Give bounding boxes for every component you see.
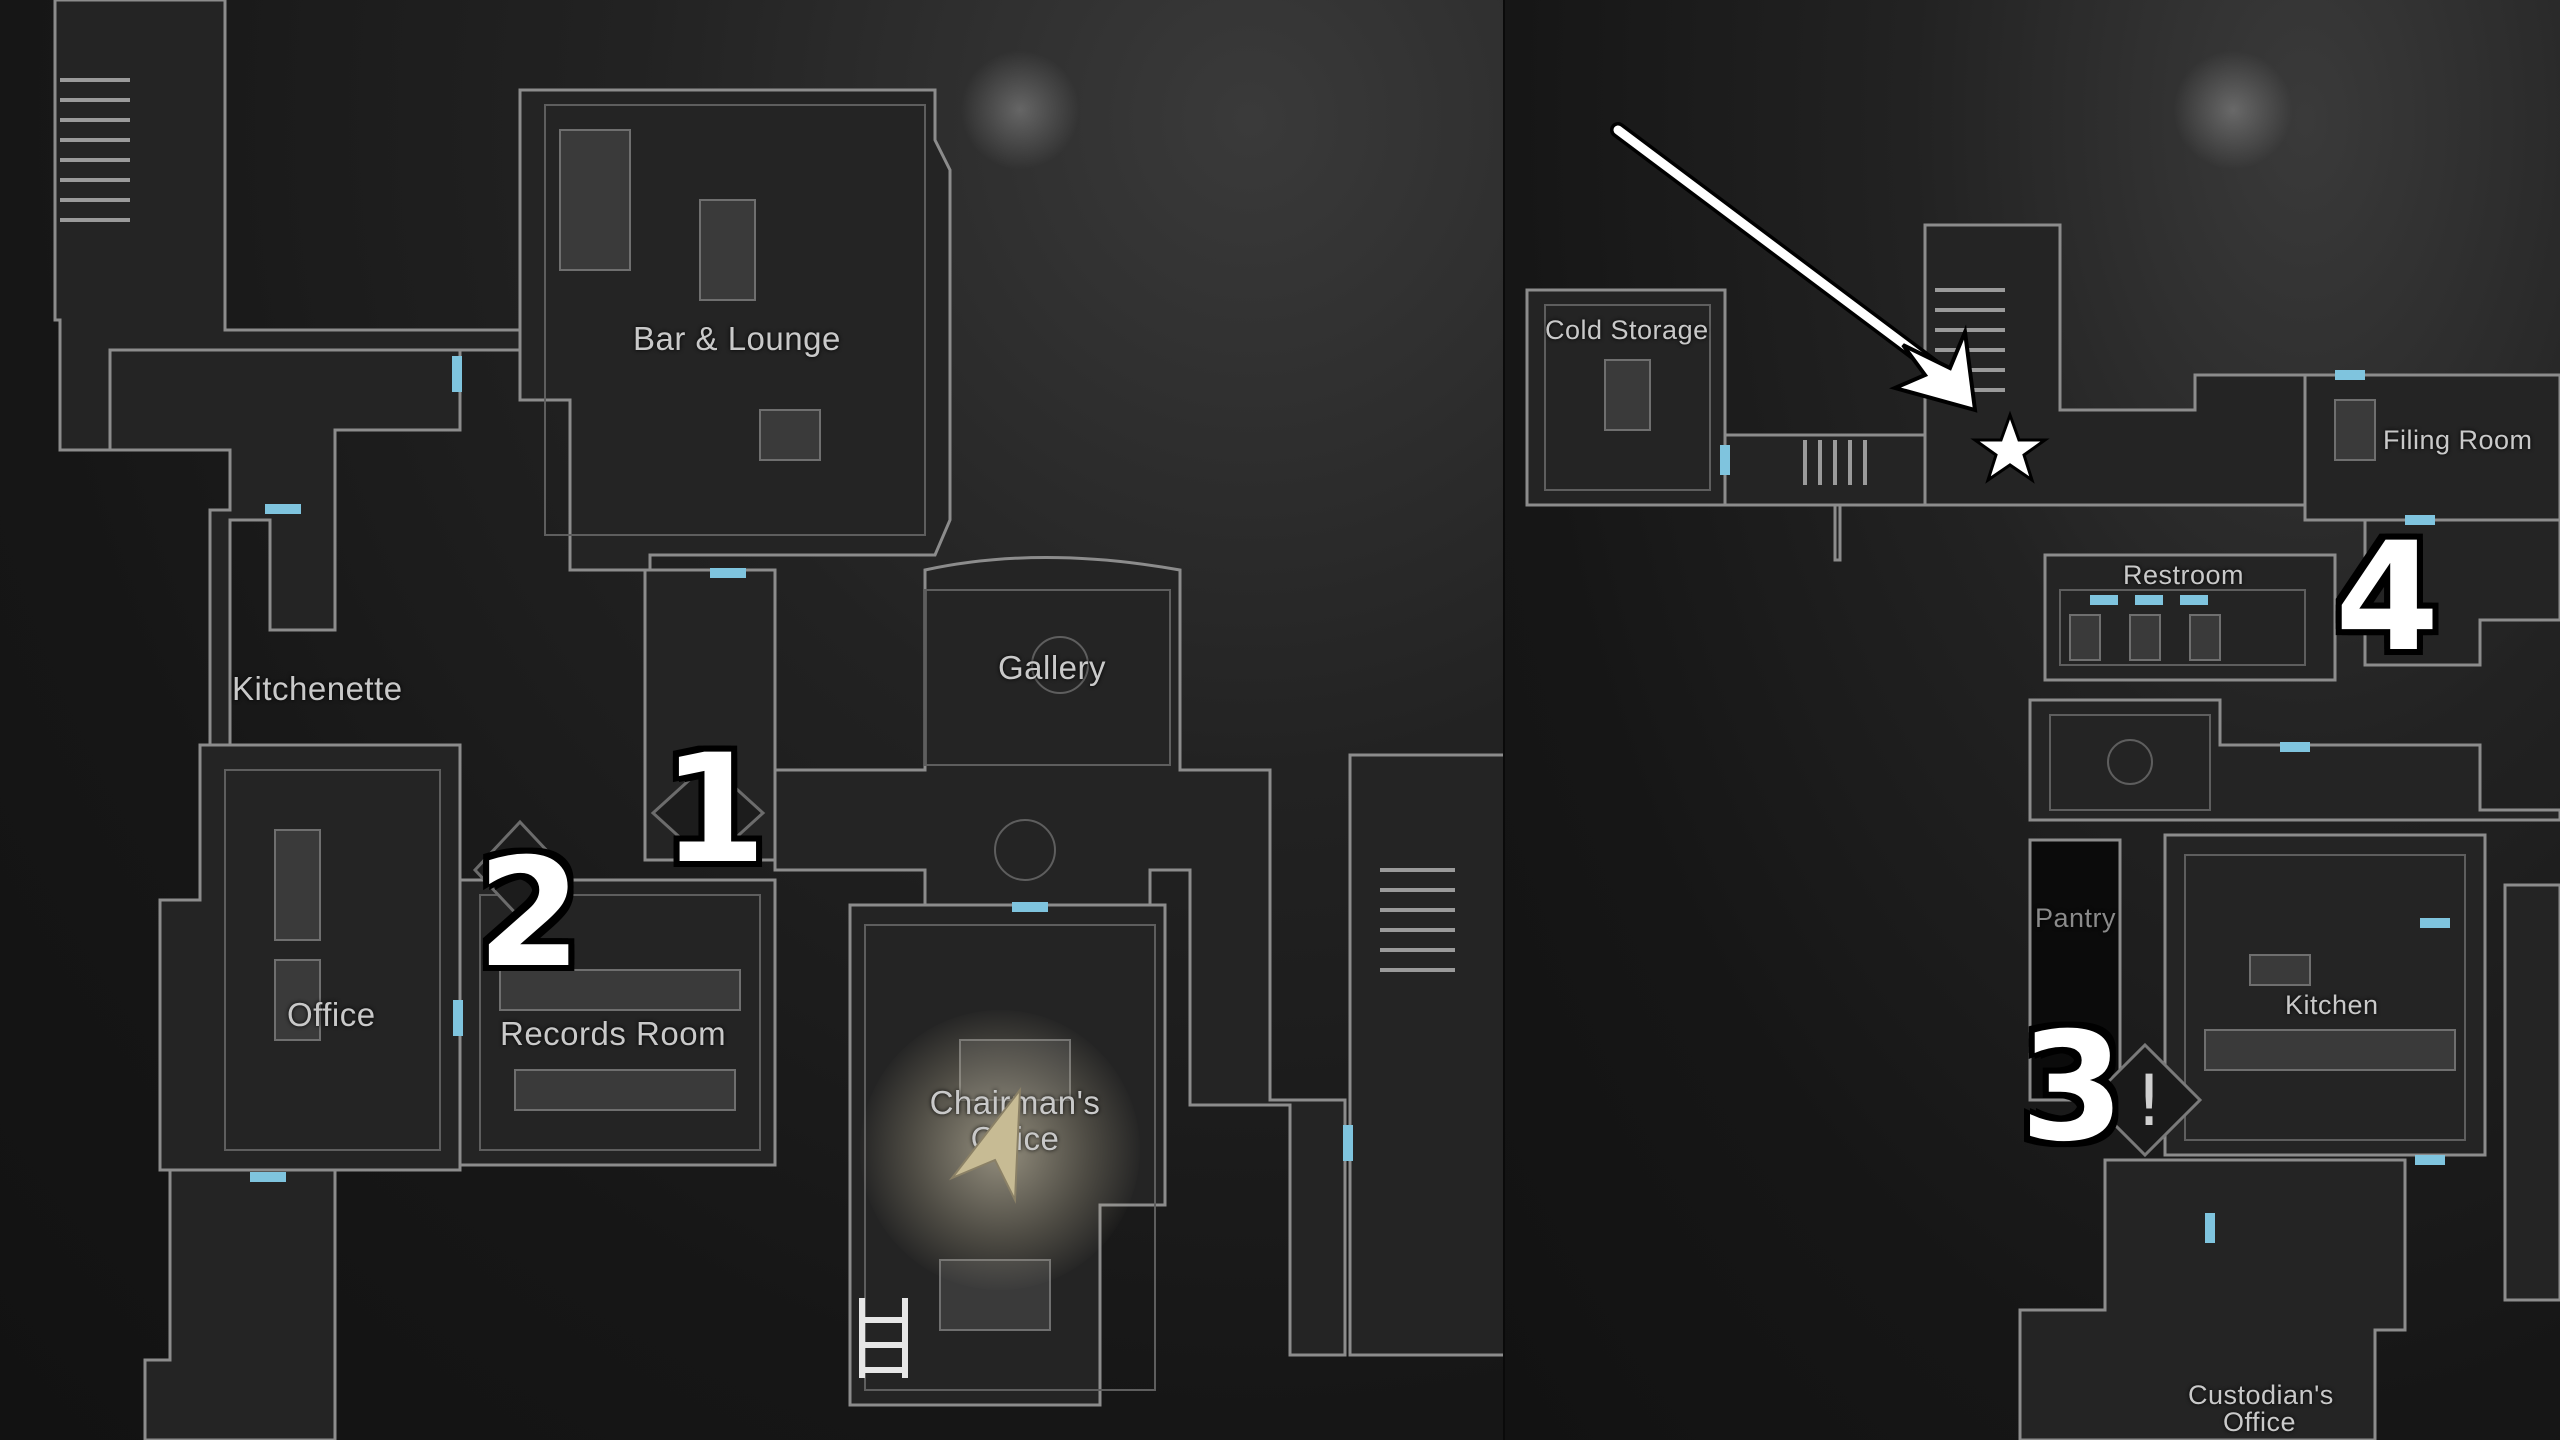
room-label-custodians-office-line2: Office [2223,1407,2297,1437]
room-office [158,743,462,1172]
ceiling-light [960,50,1080,170]
alert-glyph: ! [2135,1060,2163,1142]
room-label-office: Office [287,996,376,1033]
waypoint-diamond-1 [472,760,766,921]
ceiling-light [2173,50,2293,170]
room-label-gallery: Gallery [998,649,1107,686]
alert-diamond-icon: ! [2087,1042,2203,1158]
room-label-restroom: Restroom [2123,560,2245,590]
arrow-pointer-icon [1610,122,1978,413]
map-panel-left: Bar & Lounge Kitchenette Gallery Office … [0,0,1505,1440]
room-label-bar-lounge: Bar & Lounge [633,320,841,357]
room-label-pantry: Pantry [2035,903,2117,933]
room-label-cold-storage: Cold Storage [1545,315,1709,345]
room-lower-left [143,1168,337,1440]
room-label-filing-room: Filing Room [2383,425,2533,455]
room-east-wing [2363,518,2560,667]
room-lower-right [2503,883,2560,1302]
marker-3: 3 [2020,1001,2125,1175]
map-panel-right: Cold Storage Filing Room Restroom Pantry… [1505,0,2560,1440]
room-label-kitchen: Kitchen [2285,990,2379,1020]
floor-plan-left [53,0,1505,1440]
room-custodians-office [2018,1158,2407,1440]
room-middle [2028,698,2560,822]
room-label-custodians-office-line1: Custodian's [2188,1380,2334,1410]
room-kitchenette [108,348,462,752]
floor-plan-right [1525,223,2560,1440]
ladder-icon [859,1298,908,1378]
star-icon [1970,410,2050,484]
room-label-records-room: Records Room [500,1015,727,1052]
room-kitchen [2163,833,2487,1157]
marker-2: 2 [477,827,582,1001]
player-arrow-icon [948,1086,1022,1204]
marker-1: 1 [662,723,767,897]
room-label-kitchenette: Kitchenette [232,670,403,707]
marker-4: 4 [2335,511,2440,685]
panel-divider [1503,0,1506,1440]
